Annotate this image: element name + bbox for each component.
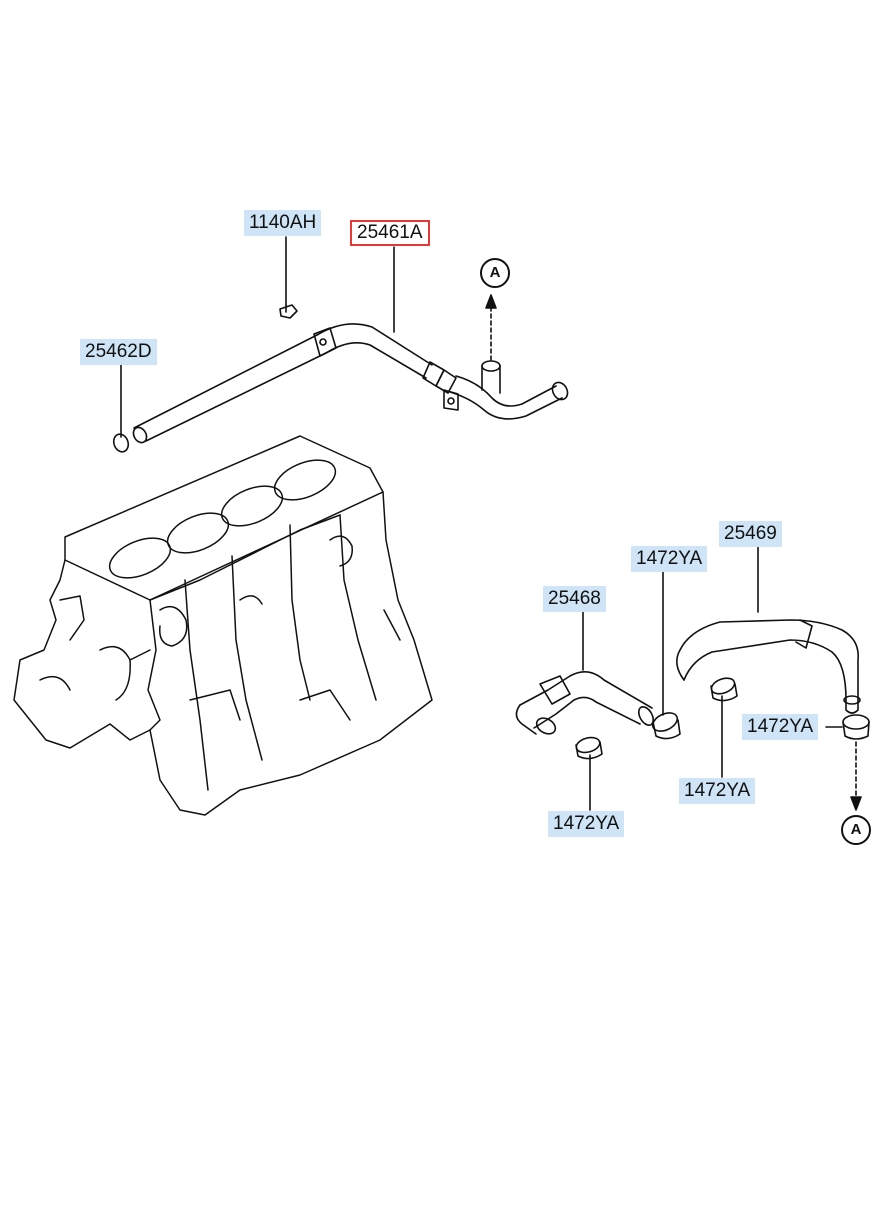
label-25461a[interactable]: 25461A (350, 220, 430, 246)
clamp-1472ya-4 (842, 714, 870, 740)
arrow-to-top-callout (485, 294, 497, 361)
label-25468[interactable]: 25468 (543, 586, 606, 612)
label-25462d[interactable]: 25462D (80, 339, 157, 365)
callout-a-bottom: A (841, 815, 871, 845)
hose-25469 (676, 619, 861, 714)
hose-25468 (515, 671, 655, 735)
label-25469[interactable]: 25469 (719, 521, 782, 547)
label-1472ya-right[interactable]: 1472YA (742, 714, 819, 740)
callout-a-top: A (480, 258, 510, 288)
label-1472ya-middle[interactable]: 1472YA (679, 778, 756, 804)
label-1140ah[interactable]: 1140AH (244, 210, 322, 236)
clamp-1472ya-1 (651, 712, 681, 740)
label-1472ya-bottom[interactable]: 1472YA (548, 811, 625, 837)
label-1472ya-top[interactable]: 1472YA (631, 546, 708, 572)
leader-lines (120, 236, 843, 811)
clamp-1472ya-3 (710, 677, 738, 702)
bolt-1140ah (279, 304, 298, 319)
clamp-1472ya-2 (575, 736, 603, 760)
pipe-25461a (132, 323, 569, 444)
o-ring-25462d (112, 433, 130, 453)
arrow-to-bottom-callout (850, 741, 862, 811)
engine-block (13, 435, 433, 816)
